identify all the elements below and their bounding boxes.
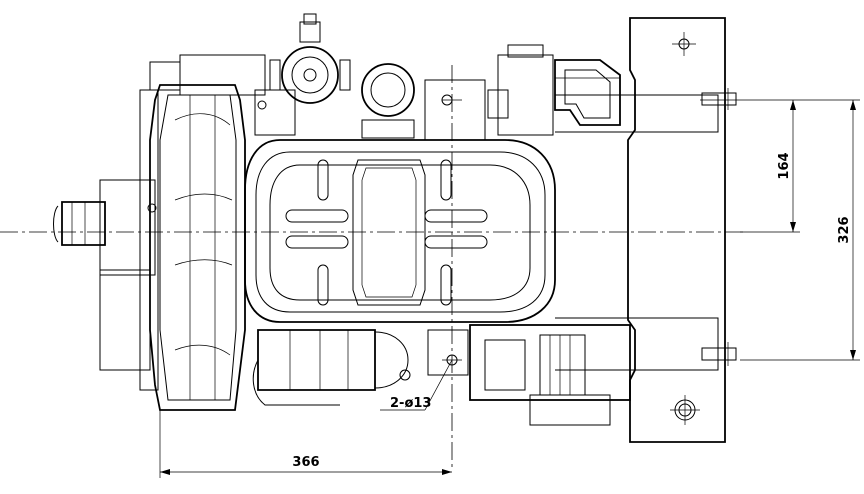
main-body	[244, 139, 556, 323]
dimension-366: 366	[159, 410, 452, 478]
hole-callout-label: 2-ø13	[390, 396, 431, 411]
blower-housing	[99, 84, 246, 411]
elbow-fitting	[487, 44, 621, 136]
dim-164-label: 164	[777, 152, 792, 179]
top-valve-assembly	[149, 13, 486, 141]
mounting-bracket	[555, 17, 737, 443]
hole-centerline	[442, 65, 462, 470]
hole-callout: 2-ø13	[380, 359, 453, 411]
dimension-164: 164	[700, 99, 800, 233]
dim-326-label: 326	[837, 216, 852, 243]
dimension-326: 326	[740, 99, 860, 361]
drive-motor	[252, 329, 411, 406]
inlet-pipe	[53, 201, 157, 246]
bottom-right-assembly	[427, 324, 631, 426]
dim-366-label: 366	[292, 455, 319, 470]
